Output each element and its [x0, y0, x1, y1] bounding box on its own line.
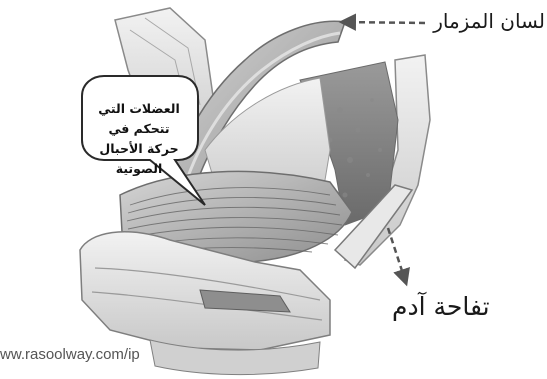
- watermark-url: ww.rasoolway.com/ip: [0, 346, 140, 363]
- callout-text: العضلات التي تتحكم في حركة الأحبال الصوت…: [88, 99, 190, 179]
- epiglottis-pointer-arrow: [342, 22, 425, 23]
- adams-apple-pointer-arrow: [388, 228, 406, 283]
- callout-line-1: العضلات التي تتحكم في: [88, 99, 190, 139]
- callout-line-2: حركة الأحبال الصوتية: [88, 139, 190, 179]
- epiglottis-label: لسان المزمار: [433, 9, 545, 33]
- adams-apple-label: تفاحة آدم: [392, 292, 490, 321]
